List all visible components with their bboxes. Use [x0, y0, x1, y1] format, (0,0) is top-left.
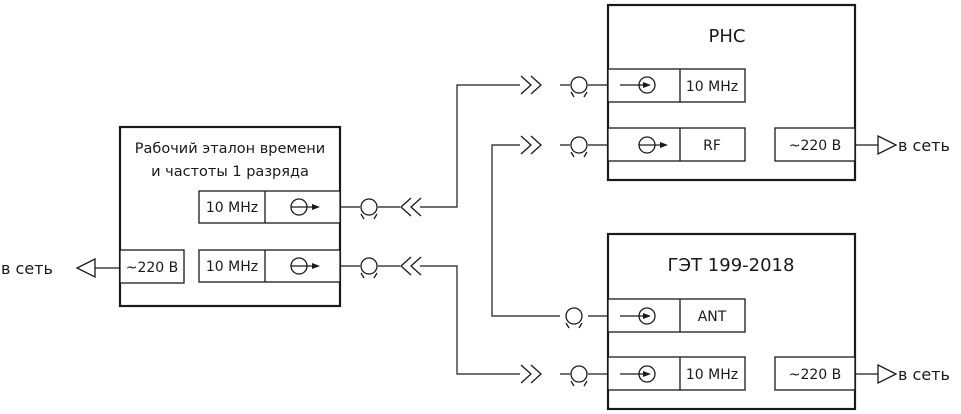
mains-label-rns: в сеть — [898, 136, 950, 155]
plug-arrow-icon — [520, 135, 542, 155]
working-standard-port-b[interactable]: 10 MHz — [198, 249, 341, 283]
mains-arrow-icon — [877, 134, 898, 156]
coax-connector-icon — [570, 365, 588, 387]
power-label: ~220 В — [789, 138, 842, 154]
rns-title: PHC — [709, 26, 746, 47]
coax-connector-icon — [565, 307, 583, 329]
working-standard-port-a[interactable]: 10 MHz — [198, 190, 341, 224]
get-port-a[interactable]: ANT — [607, 298, 746, 333]
working-standard-device: Рабочий эталон времени и частоты 1 разря… — [118, 125, 342, 308]
port-label: 10 MHz — [206, 200, 258, 216]
coax-connector-icon — [570, 136, 588, 158]
port-arrow-icon — [620, 365, 656, 383]
coax-connector-icon — [360, 257, 378, 279]
port-label: ANT — [698, 309, 727, 325]
mains-arrow-icon — [75, 257, 96, 279]
port-label: RF — [703, 138, 721, 154]
port-arrow-icon — [620, 307, 656, 325]
get-port-b[interactable]: 10 MHz — [607, 356, 746, 391]
mains-label-left: в сеть — [1, 259, 53, 278]
coax-connector-icon — [570, 76, 588, 98]
get-device: ГЭТ 199-2018 ANT 10 MHz ~220 В — [606, 232, 857, 411]
port-arrow-icon — [620, 76, 656, 94]
working-standard-title-line2: и частоты 1 разряда — [151, 164, 309, 180]
working-standard-title-line1: Рабочий эталон времени — [135, 141, 325, 157]
plug-arrow-icon — [520, 364, 542, 384]
mains-label-get: в сеть — [898, 365, 950, 384]
mains-arrow-icon — [877, 363, 898, 385]
get-title: ГЭТ 199-2018 — [668, 255, 795, 276]
wire-standard-to-get-10mhz — [340, 265, 608, 375]
port-label: 10 MHz — [686, 367, 738, 383]
get-power[interactable]: ~220 В — [774, 356, 856, 391]
working-standard-power[interactable]: ~220 В — [119, 249, 185, 284]
plug-arrow-icon — [400, 197, 422, 217]
port-arrow-icon — [290, 257, 320, 275]
port-label: 10 MHz — [206, 259, 258, 275]
rns-port-a[interactable]: 10 MHz — [607, 68, 746, 103]
rns-device: PHC 10 MHz RF ~220 В — [606, 3, 857, 182]
plug-arrow-icon — [520, 75, 542, 95]
port-arrow-icon — [638, 136, 668, 154]
wire-rns-rf-to-get-ant — [491, 144, 608, 317]
wire-standard-to-rns-10mhz — [340, 84, 608, 208]
rns-port-b[interactable]: RF — [607, 127, 746, 162]
power-label: ~220 В — [789, 367, 842, 383]
power-label: ~220 В — [126, 260, 179, 276]
rns-power[interactable]: ~220 В — [774, 127, 856, 162]
port-label: 10 MHz — [686, 79, 738, 95]
coax-connector-icon — [360, 198, 378, 220]
port-arrow-icon — [290, 198, 320, 216]
plug-arrow-icon — [400, 256, 422, 276]
